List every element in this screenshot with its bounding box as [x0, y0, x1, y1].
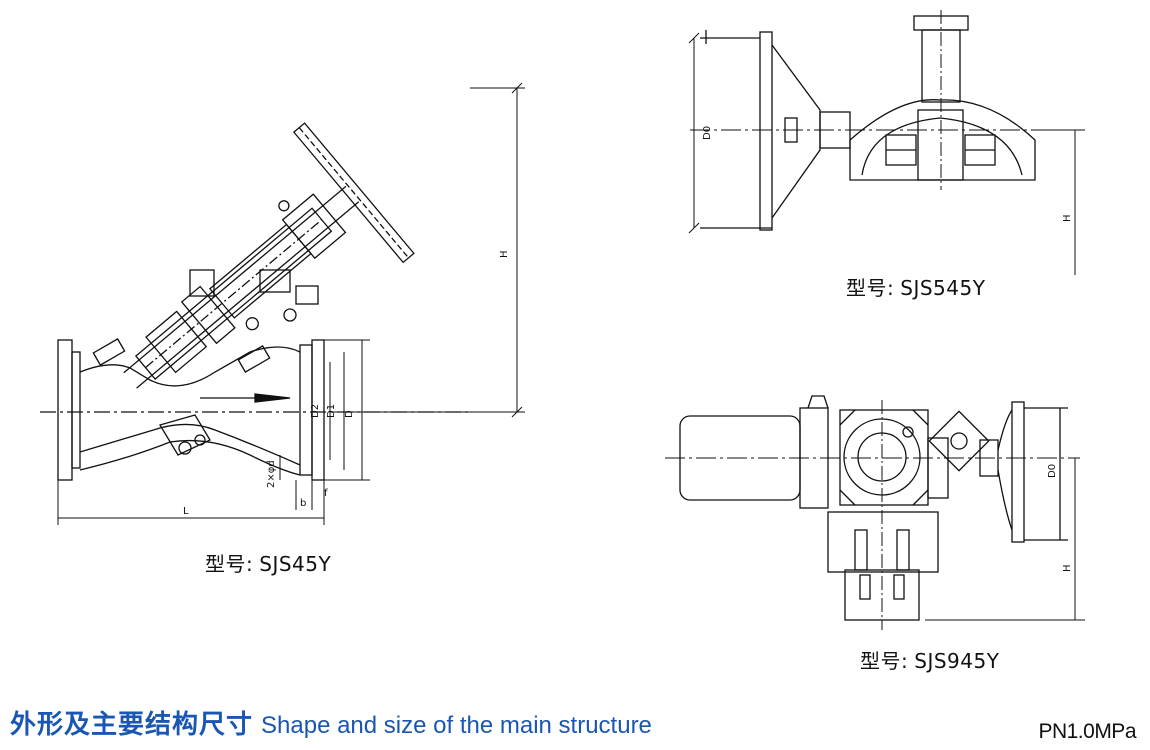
caption-prefix: 型号:	[205, 552, 254, 576]
svg-text:D1: D1	[326, 404, 337, 418]
section-heading: 外形及主要结构尺寸 Shape and size of the main stru…	[10, 704, 652, 741]
sjs945y-drawing: D0 H	[665, 395, 1085, 630]
caption-sjs945y: 型号:SJS945Y	[860, 645, 999, 674]
svg-text:f: f	[324, 488, 328, 499]
caption-model: SJS945Y	[914, 649, 1000, 673]
svg-text:H: H	[1062, 214, 1073, 222]
caption-model: SJS45Y	[259, 552, 332, 576]
svg-text:D2: D2	[310, 404, 321, 418]
pressure-rating: PN1.0MPa	[1038, 720, 1136, 743]
svg-text:H: H	[1062, 564, 1073, 572]
svg-text:D0: D0	[1047, 464, 1058, 478]
technical-drawings: H L D2 D1 D 2×φd f b	[40, 10, 1085, 630]
caption-prefix: 型号:	[860, 649, 909, 673]
sjs545y-drawing: D0 H	[688, 10, 1085, 275]
svg-text:D0: D0	[702, 126, 713, 140]
svg-text:b: b	[300, 498, 306, 509]
svg-text:L: L	[183, 506, 189, 517]
caption-model: SJS545Y	[900, 276, 986, 300]
caption-sjs545y: 型号:SJS545Y	[846, 272, 985, 301]
svg-text:2×φd: 2×φd	[266, 460, 277, 488]
heading-english: Shape and size of the main structure	[261, 712, 652, 739]
heading-chinese: 外形及主要结构尺寸	[10, 710, 254, 740]
caption-sjs45y: 型号:SJS45Y	[205, 548, 331, 577]
svg-text:D: D	[344, 410, 355, 418]
svg-text:H: H	[499, 250, 510, 258]
caption-prefix: 型号:	[846, 276, 895, 300]
sjs45y-drawing: H L D2 D1 D 2×φd f b	[40, 82, 525, 525]
